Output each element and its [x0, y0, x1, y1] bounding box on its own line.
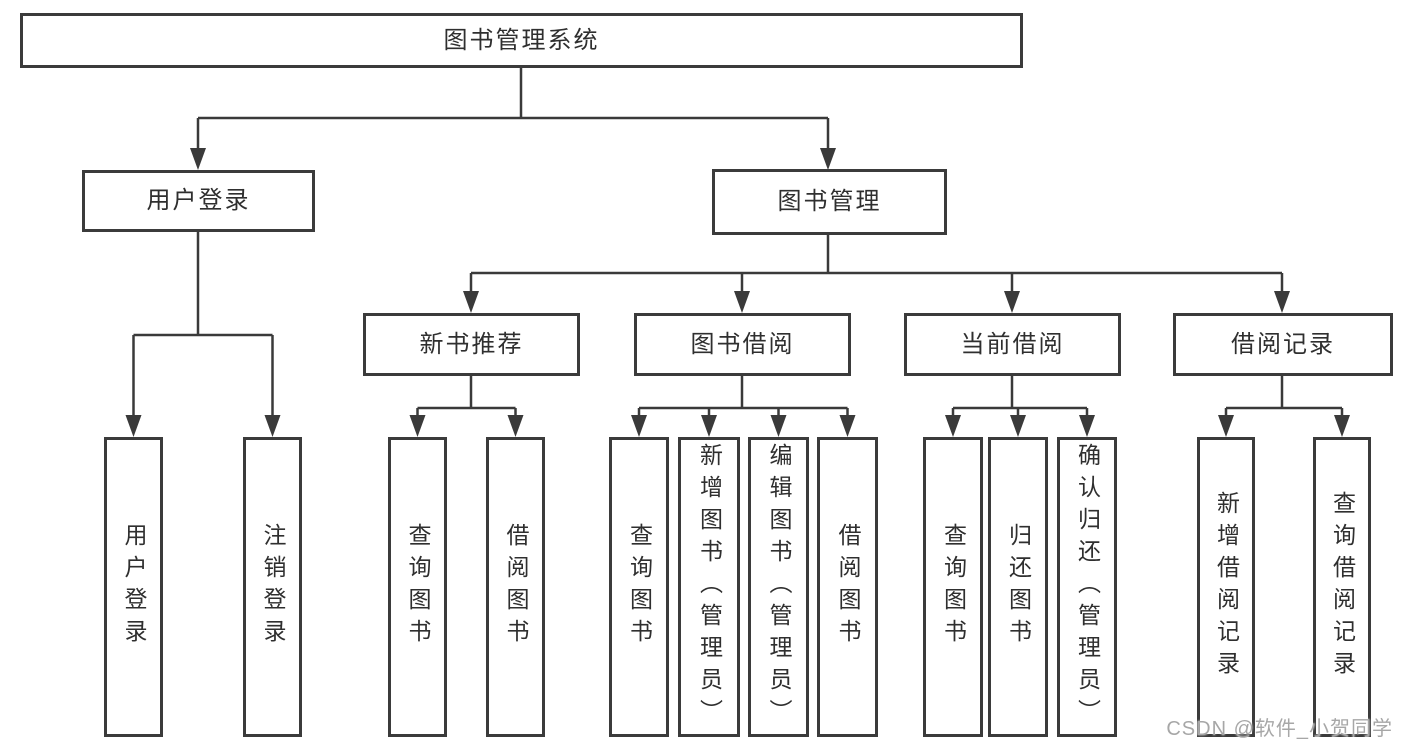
leaf-borrowing-query-books: 查询图书 — [609, 437, 669, 737]
node-label: 新增图书（管理员） — [696, 443, 723, 731]
node-label: 查询借阅记录 — [1329, 491, 1356, 683]
node-label: 新书推荐 — [419, 330, 524, 358]
node-label: 归还图书 — [1005, 523, 1032, 651]
leaf-current-confirm-return-admin: 确认归还（管理员） — [1057, 437, 1117, 737]
node-new-book-recommend: 新书推荐 — [363, 313, 580, 376]
node-label: 图书管理 — [777, 188, 882, 215]
node-label: 图书管理系统 — [443, 26, 600, 54]
node-label: 确认归还（管理员） — [1074, 443, 1101, 731]
leaf-records-add-record: 新增借阅记录 — [1197, 437, 1255, 737]
leaf-borrowing-edit-books-admin: 编辑图书（管理员） — [748, 437, 809, 737]
leaf-user-login: 用户登录 — [104, 437, 163, 737]
leaf-borrowing-borrow-books: 借阅图书 — [817, 437, 878, 737]
node-label: 用户登录 — [146, 187, 251, 214]
node-label: 注销登录 — [260, 523, 286, 651]
leaf-current-query-books: 查询图书 — [923, 437, 983, 737]
node-label: 查询图书 — [940, 523, 967, 651]
node-label: 查询图书 — [626, 523, 653, 651]
leaf-newrec-borrow-books: 借阅图书 — [486, 437, 545, 737]
node-label: 借阅图书 — [503, 523, 529, 651]
node-label: 借阅记录 — [1231, 330, 1335, 358]
leaf-current-return-books: 归还图书 — [988, 437, 1048, 737]
leaf-newrec-query-books: 查询图书 — [388, 437, 447, 737]
node-label: 查询图书 — [405, 523, 431, 651]
node-book-management: 图书管理 — [712, 169, 947, 235]
leaf-logout: 注销登录 — [243, 437, 302, 737]
csdn-watermark: CSDN @软件_小贺同学 — [1166, 718, 1393, 740]
node-label: 编辑图书（管理员） — [766, 443, 792, 731]
leaf-records-query-record: 查询借阅记录 — [1313, 437, 1371, 737]
node-user-login: 用户登录 — [82, 170, 315, 232]
node-label: 图书借阅 — [690, 330, 795, 358]
node-label: 用户登录 — [121, 523, 147, 651]
node-book-borrowing: 图书借阅 — [634, 313, 851, 376]
node-current-borrowing: 当前借阅 — [904, 313, 1121, 376]
node-library-management-system: 图书管理系统 — [20, 13, 1023, 68]
node-borrowing-records: 借阅记录 — [1173, 313, 1393, 376]
node-label: 借阅图书 — [835, 523, 861, 651]
leaf-borrowing-add-books-admin: 新增图书（管理员） — [678, 437, 740, 737]
node-label: 当前借阅 — [960, 330, 1065, 358]
node-label: 新增借阅记录 — [1213, 491, 1240, 683]
